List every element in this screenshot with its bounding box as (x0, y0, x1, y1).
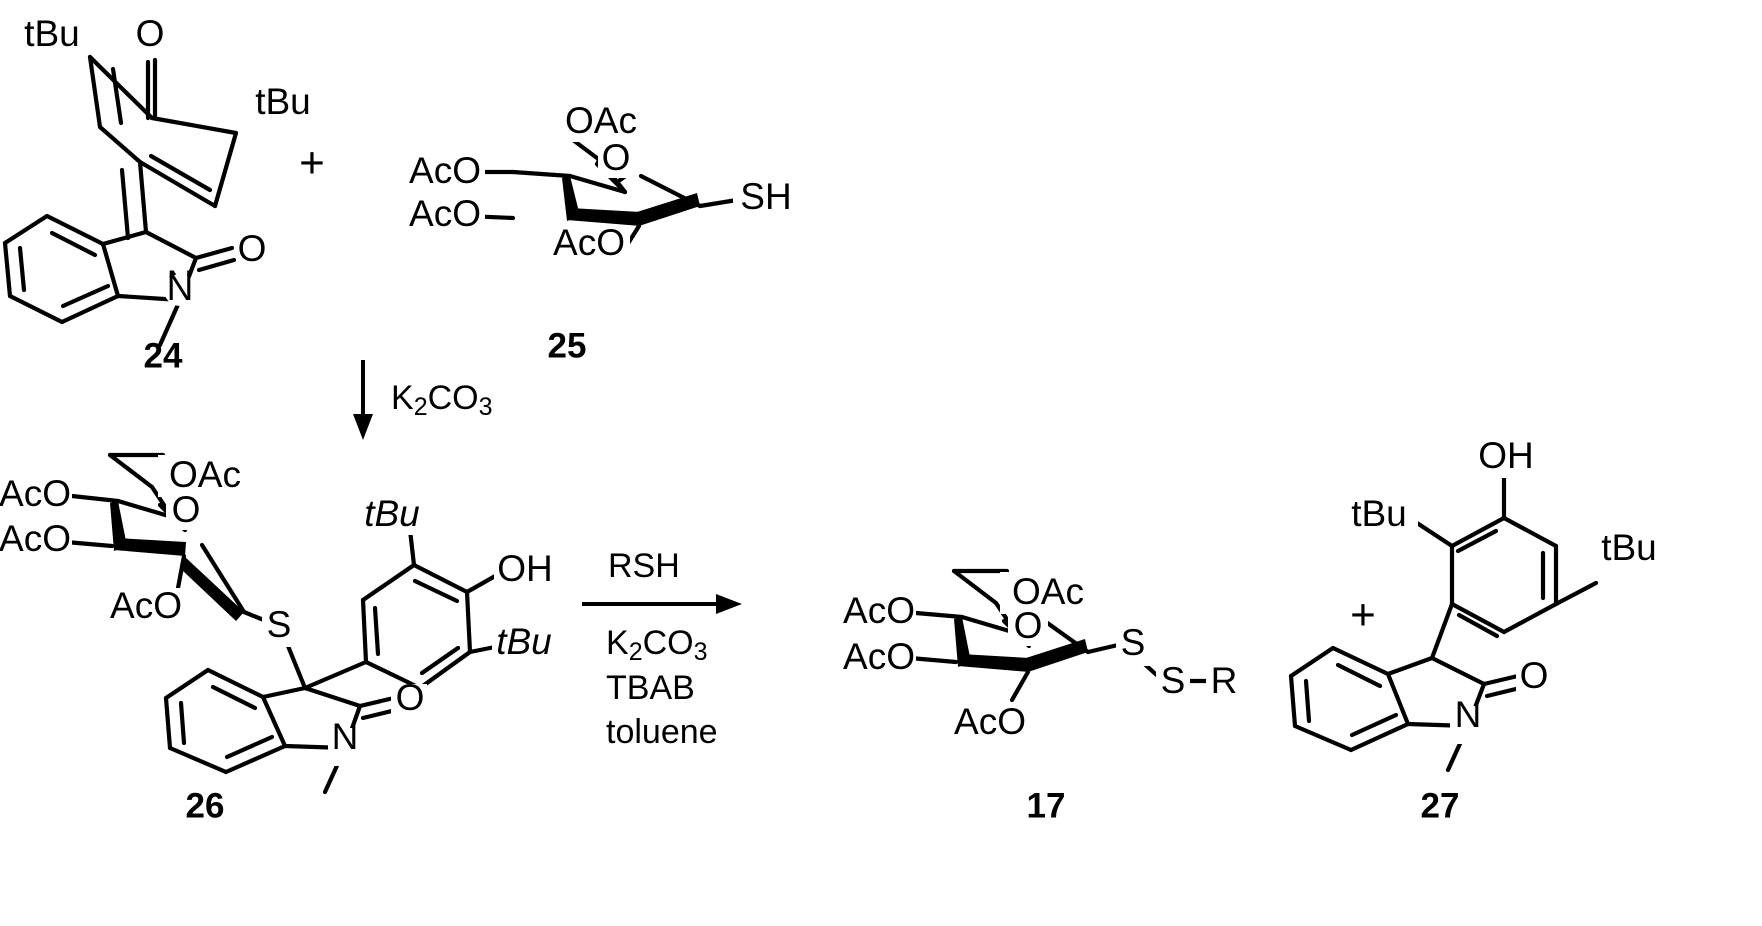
compound-24-structure: O tBu tBu O N O tBu tBu O N (2, 13, 311, 348)
c26-hydroxyl-label: OH (497, 548, 553, 589)
c17-aco-upper-label: AcO (843, 590, 915, 631)
c26-sulfur-label: S (267, 604, 292, 645)
c27-tbu-top-label: tBu (1351, 493, 1407, 534)
compound-25-structure: AcO AcO OAc O AcO SH (405, 100, 803, 265)
c25-aco-upper-label: AcO (409, 150, 481, 191)
c27-lactam-oxygen-label: O (1520, 655, 1549, 696)
step2-reagent-tbab: TBAB (606, 669, 695, 707)
compound-25-number: 25 (548, 326, 587, 365)
compound-24-number: 24 (144, 336, 183, 375)
c17-sulfur-2-label: S (1161, 660, 1186, 701)
c27-tbu-right-label: tBu (1601, 527, 1657, 568)
c24-tbu-left-text: tBu (24, 13, 80, 54)
c26-ring-oxygen-label: O (172, 489, 201, 530)
c25-aco-bottom-label: AcO (553, 222, 625, 263)
plus-operator-top: + (299, 139, 325, 188)
c24-lactam-oxygen-text: O (238, 228, 267, 269)
c17-aco-bottom-label: AcO (954, 701, 1026, 742)
compound-27-number: 27 (1421, 786, 1460, 825)
compound-26-structure: AcO AcO OAc O AcO S tBu tBu OH O N (0, 452, 558, 795)
c27-hydroxyl-label: OH (1478, 435, 1534, 476)
c24-ketone-oxygen-text: O (136, 13, 165, 54)
c26-tbu-bottom-label: tBu (496, 621, 552, 662)
c26-aco-lower-label: AcO (0, 518, 71, 559)
compound-17-number: 17 (1027, 786, 1066, 825)
c26-oac-top-label: OAc (169, 454, 241, 495)
c17-ring-oxygen-label: O (1014, 605, 1043, 646)
c26-aco-bottom-label: AcO (110, 585, 182, 626)
reaction-arrow-step2 (582, 594, 742, 614)
compound-27-structure: OH tBu tBu O N (1288, 435, 1668, 773)
c24-tbu-right-text: tBu (255, 81, 311, 122)
step2-reagent-k2co3: K2CO3 (606, 624, 708, 666)
c17-sulfur-1-label: S (1121, 622, 1146, 663)
compound-17-structure: AcO AcO OAc O AcO S S R (842, 568, 1242, 744)
step2-reagent-toluene: toluene (606, 713, 718, 751)
c24-nitrogen-text: N (167, 267, 194, 308)
c26-nitrogen-label: N (332, 716, 359, 757)
c26-lactam-oxygen-label: O (396, 677, 425, 718)
c25-oac-top-label: OAc (565, 100, 637, 141)
c25-aco-lower-label: AcO (409, 193, 481, 234)
step2-reagent-rsh: RSH (608, 547, 680, 585)
c17-oac-top-label: OAc (1012, 571, 1084, 612)
plus-operator-bottom: + (1350, 591, 1376, 640)
c25-thiol-label: SH (740, 176, 791, 217)
c26-aco-upper-label: AcO (0, 473, 71, 514)
reaction-arrow-step1 (353, 360, 373, 440)
c26-tbu-top-label: tBu (364, 493, 420, 534)
compound-26-number: 26 (186, 786, 225, 825)
step1-reagent-k2co3: K2CO3 (391, 379, 493, 421)
c25-ring-oxygen-label: O (602, 137, 631, 178)
c17-r-group-label: R (1211, 660, 1238, 701)
c27-nitrogen-label: N (1455, 694, 1482, 735)
c17-aco-lower-label: AcO (843, 636, 915, 677)
